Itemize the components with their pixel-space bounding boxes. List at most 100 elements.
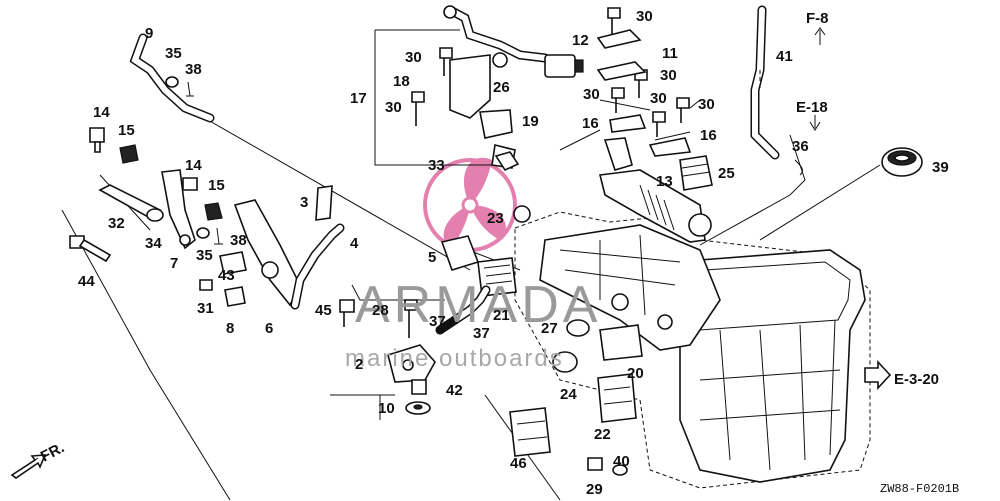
hose-37 xyxy=(435,285,491,335)
nut-33 xyxy=(494,151,520,172)
washer-35-top xyxy=(165,76,179,88)
callout-25: 25 xyxy=(718,165,735,182)
shift-rod-assembly xyxy=(599,137,713,243)
callout-labels: 9 35 38 14 15 14 15 32 34 7 35 38 43 44 … xyxy=(78,8,949,498)
callout-39: 39 xyxy=(932,159,949,176)
callout-28: 28 xyxy=(372,302,389,319)
callout-40: 40 xyxy=(613,453,630,470)
bolt-group-30 xyxy=(411,7,690,137)
bolt-32 xyxy=(98,184,164,222)
lower-case-outline xyxy=(514,211,871,489)
lever-6 xyxy=(233,199,301,307)
callout-41: 41 xyxy=(776,48,793,65)
watermark-brand: ARMADA xyxy=(355,276,601,334)
clip-15-top xyxy=(119,144,139,164)
clip-15-mid xyxy=(204,202,223,221)
callout-30-e: 30 xyxy=(583,86,600,103)
bolt-29 xyxy=(587,457,603,471)
callout-35-mid: 35 xyxy=(196,247,213,264)
callout-13: 13 xyxy=(656,173,673,190)
washer-10 xyxy=(405,401,431,415)
watermark-tagline: marine outboards xyxy=(345,345,564,372)
callout-37-a: 37 xyxy=(429,313,446,330)
callout-7: 7 xyxy=(170,255,178,272)
lever-7 xyxy=(161,169,196,250)
callout-2: 2 xyxy=(355,356,363,373)
bushing-43 xyxy=(219,251,247,275)
pin-38-top xyxy=(186,81,194,97)
callout-33: 33 xyxy=(428,157,445,174)
callout-21: 21 xyxy=(493,307,510,324)
callout-30-a: 30 xyxy=(405,49,422,66)
seal-22 xyxy=(597,373,637,423)
callout-42: 42 xyxy=(446,382,463,399)
callout-36: 36 xyxy=(792,138,809,155)
callout-31: 31 xyxy=(197,300,214,317)
clip-36 xyxy=(794,159,803,176)
callout-14-mid: 14 xyxy=(185,157,202,174)
rod-4 xyxy=(290,223,345,310)
plug-23 xyxy=(513,205,531,223)
oil-case xyxy=(539,224,866,483)
collar-42 xyxy=(411,379,427,395)
callout-45: 45 xyxy=(315,302,332,319)
washer-40 xyxy=(612,464,628,476)
bracket-parts xyxy=(596,29,692,157)
ref-e320: E-3-20 xyxy=(894,371,939,388)
pin-38-mid xyxy=(214,227,223,245)
bolt-45 xyxy=(339,299,355,327)
bolt-14-top xyxy=(89,127,105,153)
front-direction-arrow xyxy=(10,454,47,479)
plate-20 xyxy=(599,324,643,361)
ref-e18: E-18 xyxy=(796,99,828,116)
arrow-down-e18 xyxy=(809,115,821,131)
washer-35-mid xyxy=(196,227,210,239)
callout-46: 46 xyxy=(510,455,527,472)
callout-34: 34 xyxy=(145,235,162,252)
bolt-44 xyxy=(69,235,112,263)
callout-3: 3 xyxy=(300,194,308,211)
callout-44: 44 xyxy=(78,273,95,290)
callout-38-mid: 38 xyxy=(230,232,247,249)
bolt-14-mid xyxy=(182,177,198,191)
callout-22: 22 xyxy=(594,426,611,443)
callout-10: 10 xyxy=(378,400,395,417)
bolt-31 xyxy=(199,279,213,291)
callout-16-b: 16 xyxy=(700,127,717,144)
arrow-right-e320 xyxy=(864,359,892,391)
callout-15-top: 15 xyxy=(118,122,135,139)
callout-8: 8 xyxy=(226,320,234,337)
callout-30-c: 30 xyxy=(636,8,653,25)
callout-30-d: 30 xyxy=(660,67,677,84)
callout-30-g: 30 xyxy=(698,96,715,113)
callout-18: 18 xyxy=(393,73,410,90)
callout-9: 9 xyxy=(145,25,153,42)
callout-26: 26 xyxy=(493,79,510,96)
callout-19: 19 xyxy=(522,113,539,130)
callout-30-f: 30 xyxy=(650,90,667,107)
diagram-code: ZW88-F0201B xyxy=(880,482,959,496)
wire-harness xyxy=(443,5,584,169)
callout-15-mid: 15 xyxy=(208,177,225,194)
callout-14-top: 14 xyxy=(93,104,110,121)
bolt-28 xyxy=(404,299,418,338)
ref-f8: F-8 xyxy=(806,10,829,27)
callout-11: 11 xyxy=(662,45,678,62)
callout-20: 20 xyxy=(627,365,644,382)
grommet-27 xyxy=(566,319,590,337)
callout-6: 6 xyxy=(265,320,273,337)
callout-24: 24 xyxy=(560,386,577,403)
plug-24 xyxy=(552,351,578,373)
grommet-39 xyxy=(881,147,923,177)
callout-43: 43 xyxy=(218,267,235,284)
shift-rod-9 xyxy=(129,33,215,123)
callout-27: 27 xyxy=(541,320,558,337)
grommet-8 xyxy=(224,286,246,307)
callout-17: 17 xyxy=(350,90,367,107)
callout-4: 4 xyxy=(350,235,359,252)
callout-16-a: 16 xyxy=(582,115,599,132)
callout-38-top: 38 xyxy=(185,61,202,78)
callout-37-b: 37 xyxy=(473,325,490,342)
